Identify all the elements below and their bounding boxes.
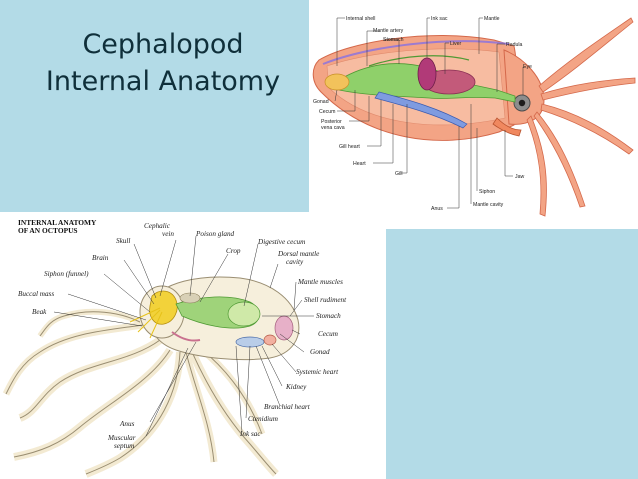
squid-gill — [374, 91, 468, 129]
squid-label-ink-sac: Ink sac — [431, 16, 448, 22]
octopus-label-stomach: Stomach — [316, 312, 341, 320]
octopus-label-poison-gland: Poison gland — [195, 230, 235, 238]
octopus-label-dorsal-mantle: Dorsal mantle — [277, 250, 320, 258]
squid-label-gill: Gill — [395, 171, 403, 177]
octopus-label-anus: Anus — [119, 420, 135, 428]
octopus-label-gonad: Gonad — [310, 348, 330, 356]
slide-title: Cephalopod Internal Anatomy — [28, 26, 298, 100]
octopus-leader-lines — [53, 235, 314, 437]
squid-internal-shell — [322, 40, 510, 65]
octopus-anatomy-figure: INTERNAL ANATOMY OF AN OCTOPUS — [0, 212, 386, 479]
squid-esophagus — [368, 55, 470, 67]
octopus-heading-line-1: INTERNAL ANATOMY — [18, 218, 97, 227]
octopus-gonad — [274, 315, 294, 341]
octopus-siphon — [171, 331, 201, 342]
squid-label-stomach: Stomach — [383, 37, 404, 43]
squid-label-gill-heart: Gill heart — [339, 144, 360, 150]
squid-label-heart: Heart — [353, 161, 366, 167]
octopus-nerves — [129, 307, 163, 339]
octopus-label-muscular: Muscular — [107, 434, 136, 442]
octopus-label-ctenidium: Ctenidium — [248, 415, 278, 423]
octopus-label-beak: Beak — [32, 308, 47, 316]
octopus-label-cecum: Cecum — [318, 330, 338, 338]
squid-label-posterior: Posterior — [321, 119, 342, 125]
title-line-1: Cephalopod — [82, 29, 244, 60]
squid-ink-sac — [417, 57, 437, 91]
squid-label-anus: Anus — [431, 206, 443, 212]
squid-anatomy-figure: Internal shell Mantle artery Stomach Ink… — [309, 0, 638, 229]
octopus-poison-gland — [179, 292, 201, 304]
squid-label-mantle: Mantle — [484, 16, 500, 22]
octopus-label-ink-sac: Ink sac — [239, 430, 261, 438]
title-line-2: Internal Anatomy — [45, 66, 281, 97]
squid-label-cecum: Cecum — [319, 109, 335, 115]
squid-arms — [526, 17, 636, 217]
octopus-label-siphon-funnel: Siphon (funnel) — [44, 270, 89, 278]
squid-label-vena-cava: vena cava — [321, 125, 345, 131]
octopus-label-crop: Crop — [226, 247, 241, 255]
squid-eye-pupil — [518, 99, 526, 107]
squid-siphon — [492, 117, 522, 137]
octopus-label-cephalic: Cephalic — [144, 222, 171, 230]
octopus-label-digestive-cecum: Digestive cecum — [257, 238, 305, 246]
squid-label-siphon: Siphon — [479, 189, 495, 195]
squid-gonad — [324, 73, 350, 91]
octopus-heading-line-2: OF AN OCTOPUS — [18, 226, 78, 235]
squid-label-liver: Liver — [450, 41, 462, 47]
octopus-label-brain: Brain — [92, 254, 109, 262]
octopus-label-mantle-muscles: Mantle muscles — [297, 278, 343, 286]
octopus-label-septum: septum — [114, 442, 134, 450]
octopus-label-shell-rudiment: Shell rudiment — [304, 296, 347, 304]
octopus-diagram: INTERNAL ANATOMY OF AN OCTOPUS — [2, 218, 347, 478]
squid-label-radula: Radula — [506, 42, 523, 48]
squid-label-internal-shell: Internal shell — [346, 16, 375, 22]
octopus-digestive-gland — [227, 301, 261, 327]
squid-label-gonad: Gonad — [313, 99, 329, 105]
octopus-label-cavity: cavity — [286, 258, 304, 266]
squid-diagram: Internal shell Mantle artery Stomach Ink… — [312, 16, 636, 217]
octopus-systemic-heart — [263, 334, 277, 346]
octopus-label-branchial-heart: Branchial heart — [264, 403, 311, 411]
octopus-ctenidium — [235, 336, 265, 348]
squid-label-mantle-cavity: Mantle cavity — [473, 202, 504, 208]
octopus-label-systemic-heart: Systemic heart — [296, 368, 339, 376]
squid-leader-lines — [334, 17, 524, 209]
octopus-brain — [149, 290, 178, 325]
octopus-label-vein: vein — [162, 230, 174, 238]
octopus-arms — [2, 308, 279, 478]
squid-label-mantle-artery: Mantle artery — [373, 28, 404, 34]
squid-label-eye: Eye — [523, 64, 532, 70]
squid-label-jaw: Jaw — [515, 174, 524, 180]
octopus-label-buccal-mass: Buccal mass — [18, 290, 54, 298]
octopus-label-kidney: Kidney — [285, 383, 307, 391]
octopus-label-skull: Skull — [116, 237, 130, 245]
